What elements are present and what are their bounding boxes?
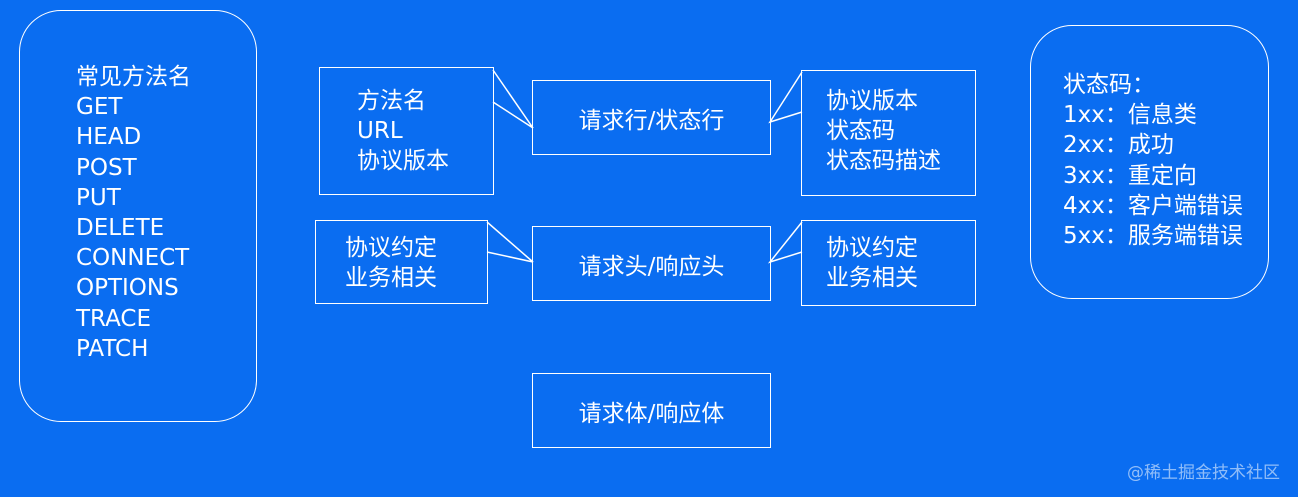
method-item: TRACE: [76, 305, 152, 332]
callout-request-line-left: [319, 67, 494, 195]
method-item: DELETE: [76, 215, 165, 242]
status-code-item: 3xx：重定向: [1063, 162, 1197, 189]
callout-line: 业务相关: [345, 265, 437, 291]
status-code-item: 2xx：成功: [1063, 132, 1174, 159]
callout-status-line-right: [801, 70, 976, 196]
pointer-request-line-left: [492, 69, 534, 129]
callout-line: 协议约定: [345, 235, 437, 261]
status-code-item: 5xx：服务端错误: [1063, 223, 1243, 250]
pointer-status-line-right: [768, 71, 803, 124]
body-label: 请求体/响应体: [578, 400, 725, 427]
status-codes-box: [1030, 25, 1269, 299]
method-item: HEAD: [76, 124, 142, 151]
header-label: 请求头/响应头: [578, 253, 725, 280]
body-box: 请求体/响应体: [532, 373, 771, 448]
status-codes-title: 状态码：: [1063, 72, 1155, 98]
callout-header-right-text: 协议约定 业务相关: [826, 233, 918, 293]
callout-line: 状态码描述: [826, 148, 941, 174]
watermark: @稀土掘金技术社区: [1127, 463, 1280, 483]
callout-line: 状态码: [826, 118, 895, 144]
callout-header-left: [315, 220, 488, 304]
callout-line: 协议版本: [826, 88, 918, 114]
callout-line: URL: [357, 118, 403, 144]
method-item: POST: [76, 154, 137, 181]
method-item: GET: [76, 94, 123, 121]
method-item: OPTIONS: [76, 275, 179, 302]
method-item: CONNECT: [76, 245, 190, 272]
pointer-header-left: [486, 221, 534, 263]
callout-line: 协议版本: [357, 148, 449, 174]
status-codes-list: 状态码： 1xx：信息类 2xx：成功 3xx：重定向 4xx：客户端错误 5x…: [1063, 70, 1243, 251]
header-box: 请求头/响应头: [532, 226, 771, 301]
methods-box: [19, 10, 257, 422]
callout-line: 方法名: [357, 88, 426, 114]
pointer-header-right: [767, 221, 803, 264]
callout-line: 协议约定: [826, 235, 918, 261]
callout-status-line-right-text: 协议版本 状态码 状态码描述: [826, 86, 941, 176]
callout-header-right: [801, 220, 976, 306]
callout-line: 业务相关: [826, 265, 918, 291]
status-code-item: 4xx：客户端错误: [1063, 192, 1243, 219]
methods-title: 常见方法名: [76, 64, 191, 90]
request-line-box: 请求行/状态行: [532, 80, 771, 155]
callout-request-line-left-text: 方法名 URL 协议版本: [357, 86, 449, 176]
request-line-label: 请求行/状态行: [578, 107, 725, 134]
callout-header-left-text: 协议约定 业务相关: [345, 233, 437, 293]
methods-list: 常见方法名 GET HEAD POST PUT DELETE CONNECT O…: [76, 62, 191, 364]
method-item: PUT: [76, 184, 121, 211]
status-code-item: 1xx：信息类: [1063, 102, 1197, 129]
method-item: PATCH: [76, 335, 149, 362]
